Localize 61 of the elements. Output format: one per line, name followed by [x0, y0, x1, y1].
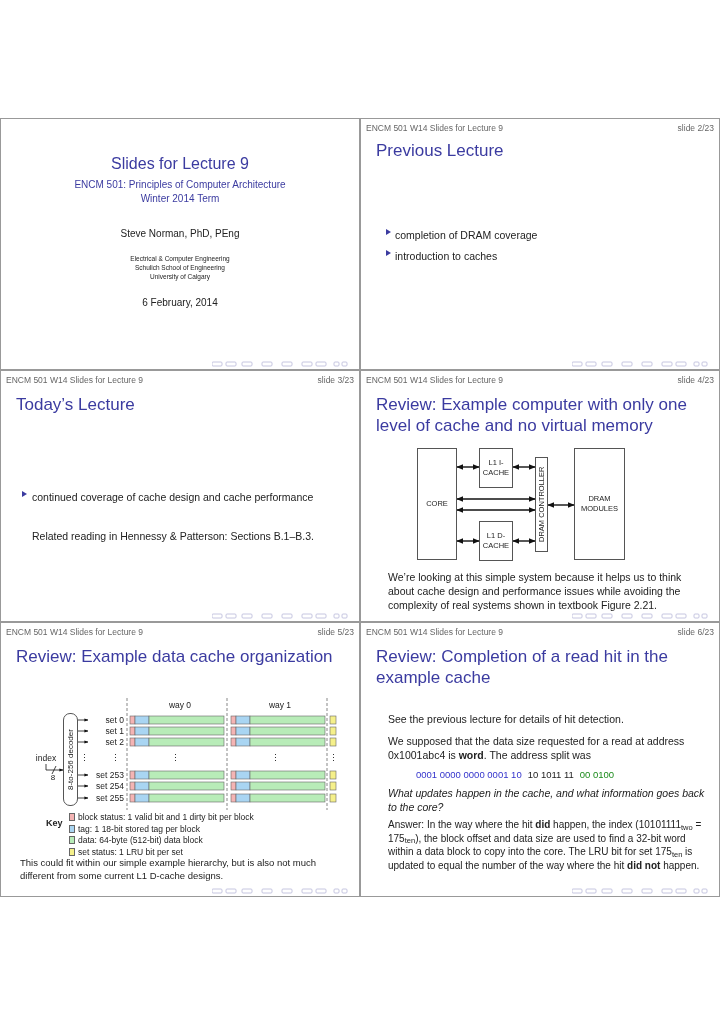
ellipsis: ⋮ — [171, 752, 179, 765]
ellipsis: ⋮ — [329, 752, 337, 765]
slide-number: slide 5/23 — [316, 626, 354, 639]
question-text: What updates happen in the cache, and what information goes back to the core? — [388, 786, 706, 814]
subtitle: Winter 2014 Term — [139, 192, 221, 206]
ellipsis: ⋮ — [271, 752, 279, 765]
legend-text: block status: 1 valid bit and 1 dirty bit per block — [78, 812, 254, 822]
column-label: way 0 — [167, 699, 193, 712]
connector-arrow — [547, 502, 575, 508]
set-label: set 255 — [88, 793, 124, 803]
body-text: We’re looking at this simple system because it helps us to think about cache design and performance issues while avoiding the complexity of real systems shown in textbook Figure 2.21. — [388, 570, 683, 612]
ellipsis: ⋮ — [111, 752, 119, 765]
slide-header: ENCM 501 W14 Slides for Lecture 9 — [366, 374, 504, 387]
body-text: This could fit within our simple example hierarchy, but is also not much different from some current L1 D-cache designs. — [20, 857, 318, 882]
legend-text: data: 64-byte (512-bit) data block — [78, 835, 203, 845]
date: 6 February, 2014 — [141, 296, 219, 310]
slide-header: ENCM 501 W14 Slides for Lecture 9 — [6, 374, 144, 387]
slide-number: slide 6/23 — [676, 626, 714, 639]
slide-number: slide 4/23 — [676, 374, 714, 387]
slide-number: slide 3/23 — [316, 374, 354, 387]
author-name: Steve Norman, PhD, PEng — [119, 227, 241, 241]
bullet-text: introduction to caches — [395, 249, 499, 263]
connector-arrow — [456, 496, 536, 502]
set-label: set 253 — [88, 770, 124, 780]
address-bits: 0001 0000 0000 0001 10 — [416, 768, 522, 782]
slide-title: Review: Example data cache organization — [16, 646, 334, 667]
set-label: set 2 — [88, 737, 124, 747]
bullet-text: continued coverage of cache design and cache performance — [32, 490, 315, 504]
set-label: set 0 — [88, 715, 124, 725]
subtitle: ENCM 501: Principles of Computer Architecture — [73, 178, 287, 192]
connector-arrow — [512, 538, 536, 544]
set-label: set 254 — [88, 781, 124, 791]
key-heading: Key — [46, 817, 64, 830]
legend-text: tag: 1 18-bit stored tag per block — [78, 823, 200, 834]
connector-arrow — [512, 464, 536, 470]
bullet-text: completion of DRAM coverage — [395, 228, 539, 242]
ellipsis: ⋮ — [80, 752, 88, 765]
slide-number: slide 2/23 — [676, 122, 714, 135]
connector-arrow — [456, 507, 536, 513]
slide-header: ENCM 501 W14 Slides for Lecture 9 — [6, 626, 144, 639]
body-text: We supposed that the data size requested for a read at address 0x1001abc4 is word. The address split was — [388, 734, 686, 762]
set-label: set 1 — [88, 726, 124, 736]
slide-title: Previous Lecture — [376, 140, 505, 161]
slide-header: ENCM 501 W14 Slides for Lecture 9 — [366, 626, 504, 639]
column-label: way 1 — [267, 699, 293, 712]
address-bits: 10 1011 11 — [527, 768, 574, 782]
legend-text: set status: 1 LRU bit per set — [78, 846, 183, 857]
slide-title: Review: Completion of a read hit in the example cache — [376, 646, 669, 688]
slide-header: ENCM 501 W14 Slides for Lecture 9 — [366, 122, 504, 135]
decoder-box: 8-to-256 decoder — [63, 713, 78, 806]
input-label: index — [32, 753, 60, 764]
body-text: See the previous lecture for details of hit detection. — [388, 712, 625, 726]
connector-arrow — [456, 464, 480, 470]
address-bits: 00 0100 — [579, 768, 615, 782]
slide-title: Review: Example computer with only one level of cache and no virtual memory — [376, 394, 688, 436]
slide-title: Today’s Lecture — [16, 394, 136, 415]
body-text: Related reading in Hennessy & Patterson: Sections B.1–B.3. — [32, 529, 315, 543]
connector-arrow — [456, 538, 480, 544]
answer-text: Answer: In the way where the hit did happen, the index (10101111$_{two}$ = 175$_{ten}$), the block offset and data size are used to find a 32-bit word within a data block to copy into the core. The LRU bit for set 175$_{ten}$ is updated to equal the number of the way where the hit did not happen. — [388, 818, 703, 872]
bus-width-label: 8 — [49, 773, 57, 782]
slide-title: Slides for Lecture 9 — [110, 154, 250, 174]
